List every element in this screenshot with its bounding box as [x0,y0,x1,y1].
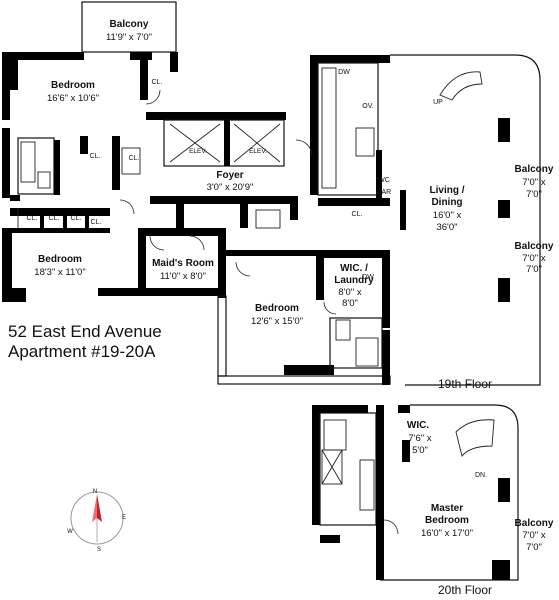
closet-label: CL. [27,215,38,222]
room-dims: 16'0" x [433,210,462,221]
compass-south: S [97,547,101,553]
floor-19-fixtures [17,67,483,367]
room-dims: 12'6" x 15'0" [251,316,303,327]
closet-label: CL. [71,215,82,222]
room-living-dining: Living / Dining 16'0" x 36'0" [430,185,465,233]
dishwasher-label: DW [362,274,374,281]
room-bedroom-s: Bedroom 12'6" x 15'0" [251,303,303,327]
room-dims: 7'6" x [408,433,431,444]
room-name: Balcony [515,241,554,252]
closet-label: CL. [91,219,102,226]
room-bedroom-nw: Bedroom 16'6" x 10'6" [47,80,99,104]
room-balcony-e2: Balcony 7'0" x 7'0" [515,241,554,275]
room-name: Dining [431,197,462,208]
room-dims: 7'0" x [522,177,545,188]
room-name: Balcony [515,518,554,529]
elevator-label: ELEV. [249,148,267,155]
compass-needle-north [97,494,102,522]
room-name: Master [431,503,463,514]
elevator-label: ELEV. [189,148,207,155]
room-name: Foyer [216,170,243,181]
floor-label-20: 20th Floor [438,583,493,597]
room-name: Bedroom [51,80,95,91]
room-dims: 16'0" x 17'0" [421,528,473,539]
oven-label: OV. [362,103,373,110]
room-wic-upper: WIC. 7'6" x 5'0" [407,420,432,456]
room-name: WIC. [407,420,429,431]
compass-east: E [122,515,126,521]
room-name: Balcony [515,164,554,175]
room-name: Laundry [334,275,374,286]
bar-label: BAR [377,189,391,196]
closet-label: CL. [90,153,101,160]
closet-label: CL. [49,215,60,222]
room-name: Bedroom [425,515,469,526]
room-name: WIC. / [340,263,368,274]
floor-19-walls [2,1,541,386]
closet-label: CL. [129,155,140,162]
closet-label: CL. [152,79,163,86]
room-balcony-top: Balcony 11'9" x 7'0" [106,19,152,43]
compass-needle-shade [92,494,97,522]
compass-west: W [67,529,73,535]
wine-cooler-label: WC [378,177,390,184]
room-master-bedroom: Master Bedroom 16'0" x 17'0" [421,503,473,539]
room-dims: 7'0" [526,189,542,200]
room-name: Balcony [110,19,149,30]
room-name: Maid's Room [152,258,214,269]
room-foyer: Foyer 3'0" x 20'9" [207,170,254,193]
address-line-2: Apartment #19-20A [8,342,156,361]
closet-label: CL. [352,211,363,218]
room-dims: 18'3" x 11'0" [34,267,85,278]
room-name: Bedroom [38,254,82,265]
floor-19-doors [119,89,337,315]
room-dims: 7'0" x [522,530,545,541]
floor-20-fixtures [321,419,495,535]
compass: N E S W [67,489,126,553]
fixture-labels: CL. CL. CL. CL. CL. CL. CL. CL. ELEV. EL… [27,69,488,479]
room-dims: 11'0" x 8'0" [160,271,206,282]
room-dims: 7'0" [526,542,542,553]
room-dims: 8'0" x [338,287,361,298]
room-name: Bedroom [255,303,299,314]
room-dims: 3'0" x 20'9" [207,182,254,193]
room-wic-laundry: WIC. / Laundry 8'0" x 8'0" [334,263,374,309]
room-dims: 36'0" [436,222,457,233]
room-dims: 8'0" [342,298,358,309]
room-dims: 11'9" x 7'0" [106,32,152,43]
room-dims: 7'0" x [522,253,545,264]
floor-20-walls [312,404,519,581]
room-name: Living / [430,185,465,196]
dishwasher-label: DW [338,69,350,76]
stair-up-label: UP [433,99,443,106]
stair-down-label: DN. [475,472,487,479]
room-dims: 7'0" [526,264,542,275]
room-maids-room: Maid's Room 11'0" x 8'0" [152,258,214,282]
room-dims: 5'0" [412,445,428,456]
room-bedroom-w: Bedroom 18'3" x 11'0" [34,254,85,278]
floor-label-19: 19th Floor [438,377,493,391]
room-dims: 16'6" x 10'6" [47,93,99,104]
compass-north: N [93,489,97,495]
room-balcony-upper: Balcony 7'0" x 7'0" [515,518,554,553]
address-line-1: 52 East End Avenue [8,322,162,341]
room-balcony-e1: Balcony 7'0" x 7'0" [515,164,554,200]
compass-ring [70,491,124,545]
